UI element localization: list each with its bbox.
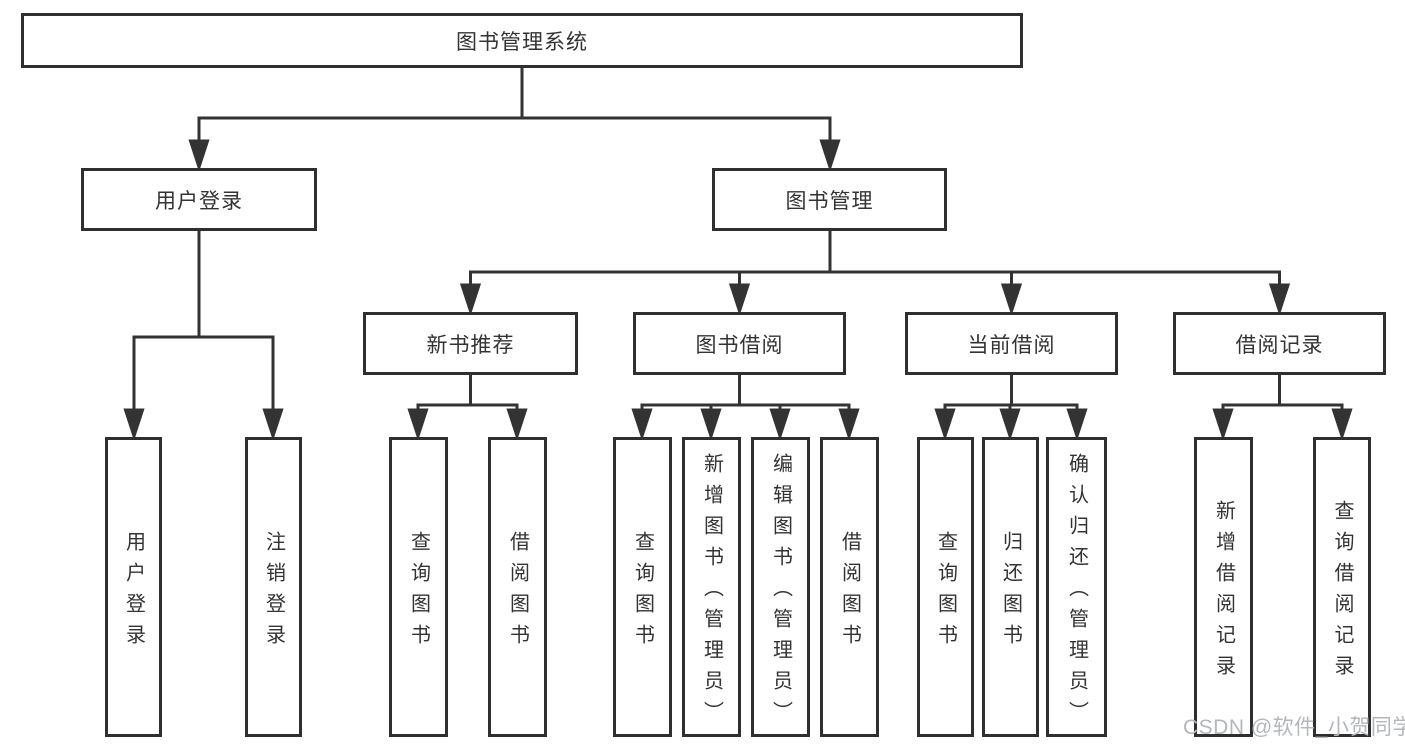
node-book-management-label: 图书管理 (785, 189, 874, 213)
connector-group (123, 66, 1353, 441)
leaf-logout: 注销登录 (245, 437, 302, 737)
leaf-user-login-label: 用户登录 (122, 530, 145, 655)
node-current-borrowing: 当前借阅 (905, 312, 1118, 375)
node-borrowing-records: 借阅记录 (1173, 312, 1386, 375)
leaf-add-book-admin-label: 新增图书（管理员） (700, 453, 723, 732)
leaf-borrow-books-recommend-label: 借阅图书 (506, 530, 529, 655)
leaf-confirm-return-admin: 确认归还（管理员） (1046, 437, 1107, 737)
leaf-add-book-admin: 新增图书（管理员） (682, 437, 741, 737)
leaf-user-login: 用户登录 (105, 437, 162, 737)
leaf-query-books-recommend: 查询图书 (389, 437, 448, 737)
leaf-borrow-books-recommend: 借阅图书 (488, 437, 547, 737)
leaf-query-books-current: 查询图书 (917, 437, 974, 737)
csdn-watermark: CSDN @软件_小贺同学 (1183, 716, 1405, 739)
leaf-edit-book-admin-label: 编辑图书（管理员） (769, 453, 792, 732)
leaf-query-books-current-label: 查询图书 (934, 530, 957, 655)
node-user-login-label: 用户登录 (155, 189, 243, 213)
node-new-book-recommend: 新书推荐 (363, 312, 578, 375)
node-book-borrowing-label: 图书借阅 (695, 333, 784, 357)
leaf-edit-book-admin: 编辑图书（管理员） (751, 437, 810, 737)
leaf-confirm-return-admin-label: 确认归还（管理员） (1065, 453, 1088, 732)
node-book-borrowing: 图书借阅 (633, 312, 846, 375)
leaf-add-borrow-record-label: 新增借阅记录 (1212, 499, 1235, 686)
leaf-query-borrow-record-label: 查询借阅记录 (1331, 499, 1353, 686)
leaf-query-books-borrowing: 查询图书 (613, 437, 672, 737)
leaf-add-borrow-record: 新增借阅记录 (1194, 437, 1253, 737)
node-current-borrowing-label: 当前借阅 (967, 333, 1056, 357)
leaf-query-books-borrowing-label: 查询图书 (631, 530, 654, 655)
node-library-system-label: 图书管理系统 (456, 30, 588, 54)
leaf-borrow-books-label: 借阅图书 (838, 530, 861, 655)
leaf-return-book: 归还图书 (982, 437, 1039, 737)
leaf-borrow-books: 借阅图书 (820, 437, 879, 737)
node-library-system: 图书管理系统 (21, 13, 1023, 68)
node-new-book-recommend-label: 新书推荐 (426, 333, 515, 357)
leaf-query-borrow-record: 查询借阅记录 (1313, 437, 1371, 737)
leaf-logout-label: 注销登录 (262, 530, 285, 655)
node-book-management: 图书管理 (712, 168, 947, 231)
leaf-query-books-recommend-label: 查询图书 (407, 530, 430, 655)
node-user-login: 用户登录 (81, 168, 317, 231)
node-borrowing-records-label: 借阅记录 (1235, 333, 1324, 357)
leaf-return-book-label: 归还图书 (999, 530, 1022, 655)
